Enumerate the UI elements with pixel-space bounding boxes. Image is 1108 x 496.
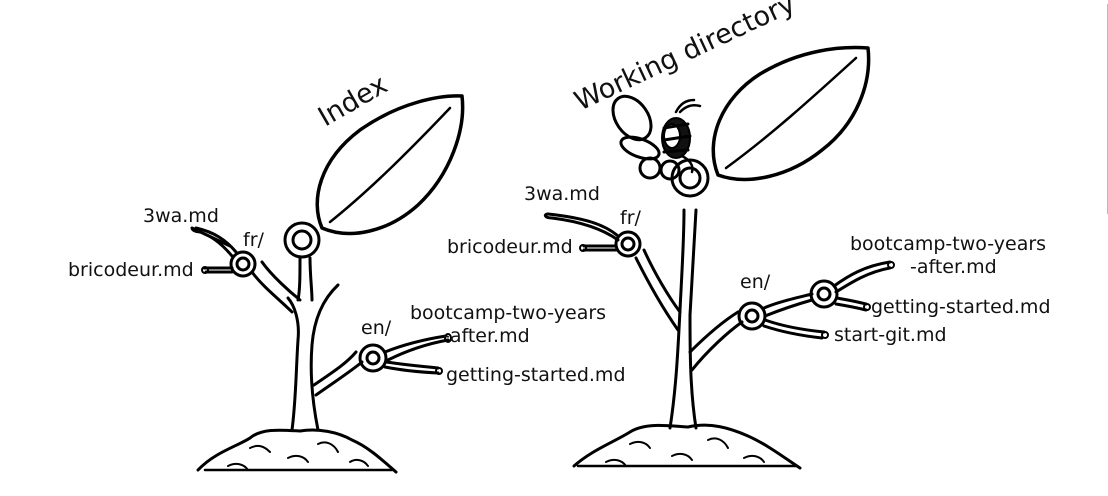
working-file-bootcamp-line2: -after.md [910,256,997,278]
index-file-bricodeur: bricodeur.md [68,259,194,281]
soil-mound-icon [196,428,398,474]
leaf-icon [711,45,871,182]
working-directory-title: Working directory [570,0,800,117]
working-file-getting-started: getting-started.md [871,296,1051,318]
index-folder-fr: fr/ [243,229,265,251]
leaf-icon [315,94,465,236]
index-file-bootcamp-line2: -after.md [443,325,530,347]
working-file-bricodeur: bricodeur.md [447,236,573,258]
working-folder-fr: fr/ [620,207,642,229]
working-plant [543,45,895,470]
working-file-3wa: 3wa.md [524,183,600,205]
index-file-3wa: 3wa.md [143,205,219,227]
bee-icon [611,94,702,181]
working-file-start-git: start-git.md [834,324,947,346]
working-file-bootcamp-line1: bootcamp-two-years [850,233,1046,255]
page-edge-divider [1104,4,1108,214]
index-file-getting-started: getting-started.md [446,364,626,386]
index-title: Index [313,69,393,133]
index-file-bootcamp-line1: bootcamp-two-years [410,302,606,324]
index-plant [190,94,465,474]
soil-mound-icon [572,423,802,470]
index-folder-en: en/ [361,317,392,339]
working-folder-en: en/ [740,271,771,293]
